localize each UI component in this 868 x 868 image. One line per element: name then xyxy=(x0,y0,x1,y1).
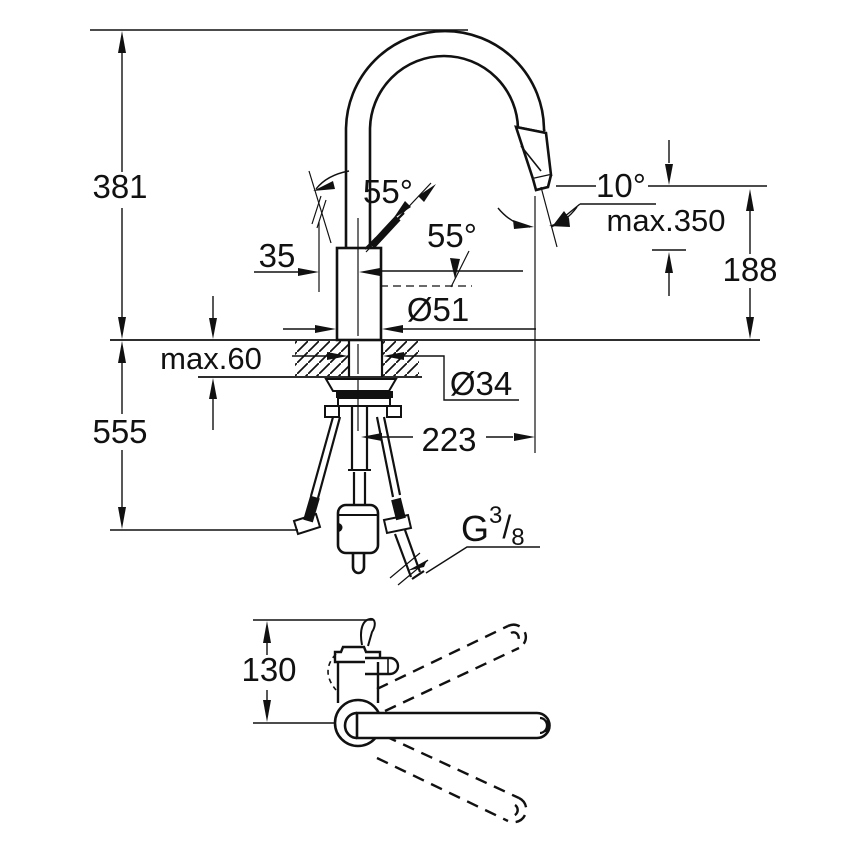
label-spray-angle: 10° xyxy=(596,167,646,204)
faucet-spout xyxy=(344,29,553,248)
hose-and-weight xyxy=(336,406,380,575)
stud-nut-right xyxy=(382,513,413,535)
dimension-labels: 381 555 max.60 35 Ø51 Ø34 223 188 10° ma… xyxy=(92,167,777,551)
top-view-spout xyxy=(333,698,551,748)
label-body-diameter: Ø51 xyxy=(407,291,469,328)
mounting-stud-right xyxy=(375,416,402,498)
label-thread-size: G3/8 xyxy=(461,502,525,551)
hose-weight xyxy=(336,503,380,555)
label-below-counter: 555 xyxy=(92,413,147,450)
label-lever-angle-open: 55° xyxy=(363,173,413,210)
swivel-range-dashed xyxy=(376,623,528,824)
spray-head xyxy=(514,125,553,181)
label-lever-angle-side: 55° xyxy=(427,217,477,254)
top-view-spout-tip xyxy=(360,617,376,647)
side-view: 381 555 max.60 35 Ø51 Ø34 223 188 10° ma… xyxy=(90,29,778,724)
spray-direction-line xyxy=(540,186,558,248)
label-reach: 223 xyxy=(421,421,476,458)
stud-nut-left xyxy=(292,512,322,536)
reference-lines xyxy=(318,186,558,453)
label-counter-thickness: max.60 xyxy=(160,341,262,376)
dimension-lines xyxy=(90,29,767,724)
lever-positions xyxy=(308,170,432,253)
top-view: 130 xyxy=(241,617,551,824)
label-hole-diameter: Ø34 xyxy=(450,365,512,402)
dimension-arrowheads xyxy=(118,31,754,722)
label-pullout-length: max.350 xyxy=(607,203,726,238)
label-swivel-height: 130 xyxy=(241,651,296,688)
lever-dashed-position xyxy=(308,170,332,244)
top-view-head xyxy=(327,617,400,703)
supply-hose-thread-end xyxy=(393,529,422,578)
label-lever-offset: 35 xyxy=(259,237,296,274)
faucet-body xyxy=(335,246,383,342)
mounting-stud-left xyxy=(309,416,342,499)
label-outlet-height: 188 xyxy=(722,251,777,288)
label-total-height: 381 xyxy=(92,168,147,205)
top-view-lever xyxy=(365,656,400,676)
